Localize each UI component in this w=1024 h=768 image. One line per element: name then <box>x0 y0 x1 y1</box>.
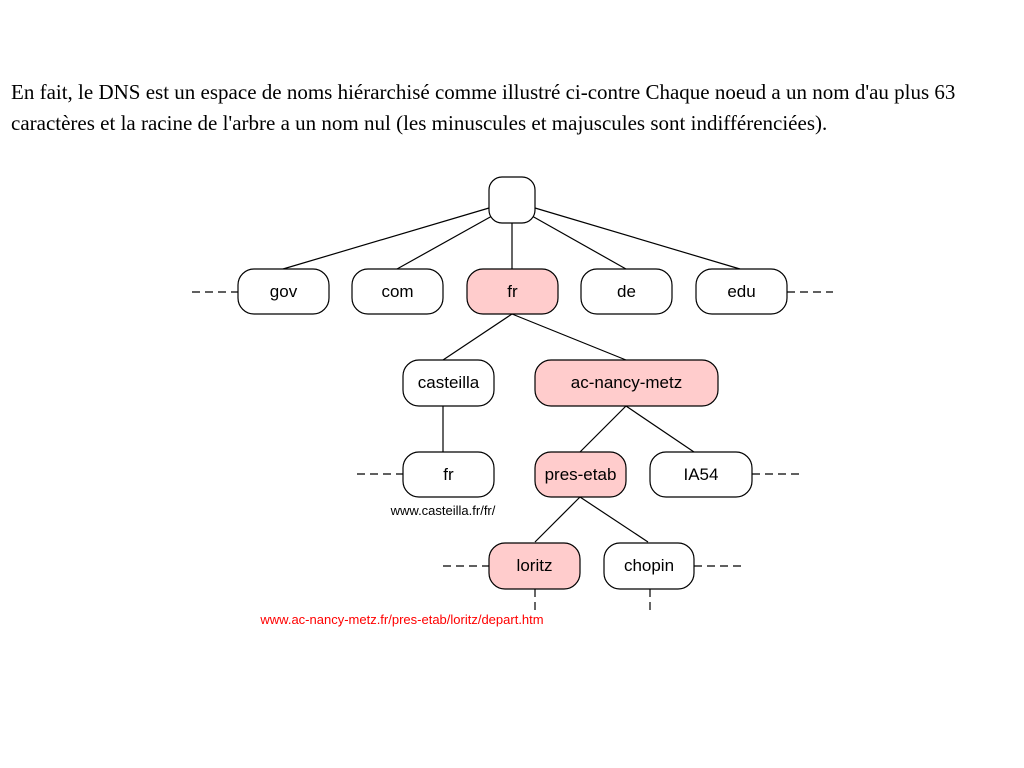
node-casteilla <box>402 359 495 407</box>
node-loritz-label: loritz <box>517 556 553 575</box>
node-ia54 <box>649 451 753 498</box>
edge-ac-nancy-metz-pres-etab <box>579 405 627 453</box>
edge-ac-nancy-metz-ia54 <box>625 405 695 453</box>
edge-root-de <box>531 215 627 270</box>
node-de <box>580 268 673 315</box>
root-node <box>488 176 536 224</box>
dashed-continuations <box>192 291 833 613</box>
node-ac-nancy-metz <box>534 359 719 407</box>
node-loritz <box>488 542 581 590</box>
node-chopin <box>603 542 695 590</box>
node-ia54-label: IA54 <box>684 465 719 484</box>
edge-fr-casteilla <box>442 313 513 361</box>
node-fr-label: fr <box>507 282 518 301</box>
url-casteilla: www.casteilla.fr/fr/ <box>390 503 496 518</box>
intro-paragraph: En fait, le DNS est un espace de noms hi… <box>11 80 956 135</box>
node-de-label: de <box>617 282 636 301</box>
node-casteilla-fr-label: fr <box>443 465 454 484</box>
node-ac-nancy-metz-label: ac-nancy-metz <box>571 373 682 392</box>
edge-root-gov <box>282 207 490 270</box>
node-gov <box>237 268 330 315</box>
edge-pres-etab-chopin <box>579 496 649 543</box>
node-pres-etab-label: pres-etab <box>545 465 617 484</box>
node-edu-label: edu <box>727 282 755 301</box>
url-loritz: www.ac-nancy-metz.fr/pres-etab/loritz/de… <box>259 612 543 627</box>
node-gov-label: gov <box>270 282 298 301</box>
node-pres-etab <box>534 451 627 498</box>
edge-fr-ac-nancy-metz <box>511 313 627 361</box>
node-com <box>351 268 444 315</box>
edge-pres-etab-loritz <box>534 496 581 543</box>
node-com-label: com <box>381 282 413 301</box>
tree-edges <box>282 207 741 543</box>
node-casteilla-label: casteilla <box>418 373 480 392</box>
edge-root-com <box>396 215 493 270</box>
node-chopin-label: chopin <box>624 556 674 575</box>
node-casteilla-fr <box>402 451 495 498</box>
edge-root-edu <box>534 207 741 270</box>
node-edu <box>695 268 788 315</box>
node-fr <box>466 268 559 315</box>
